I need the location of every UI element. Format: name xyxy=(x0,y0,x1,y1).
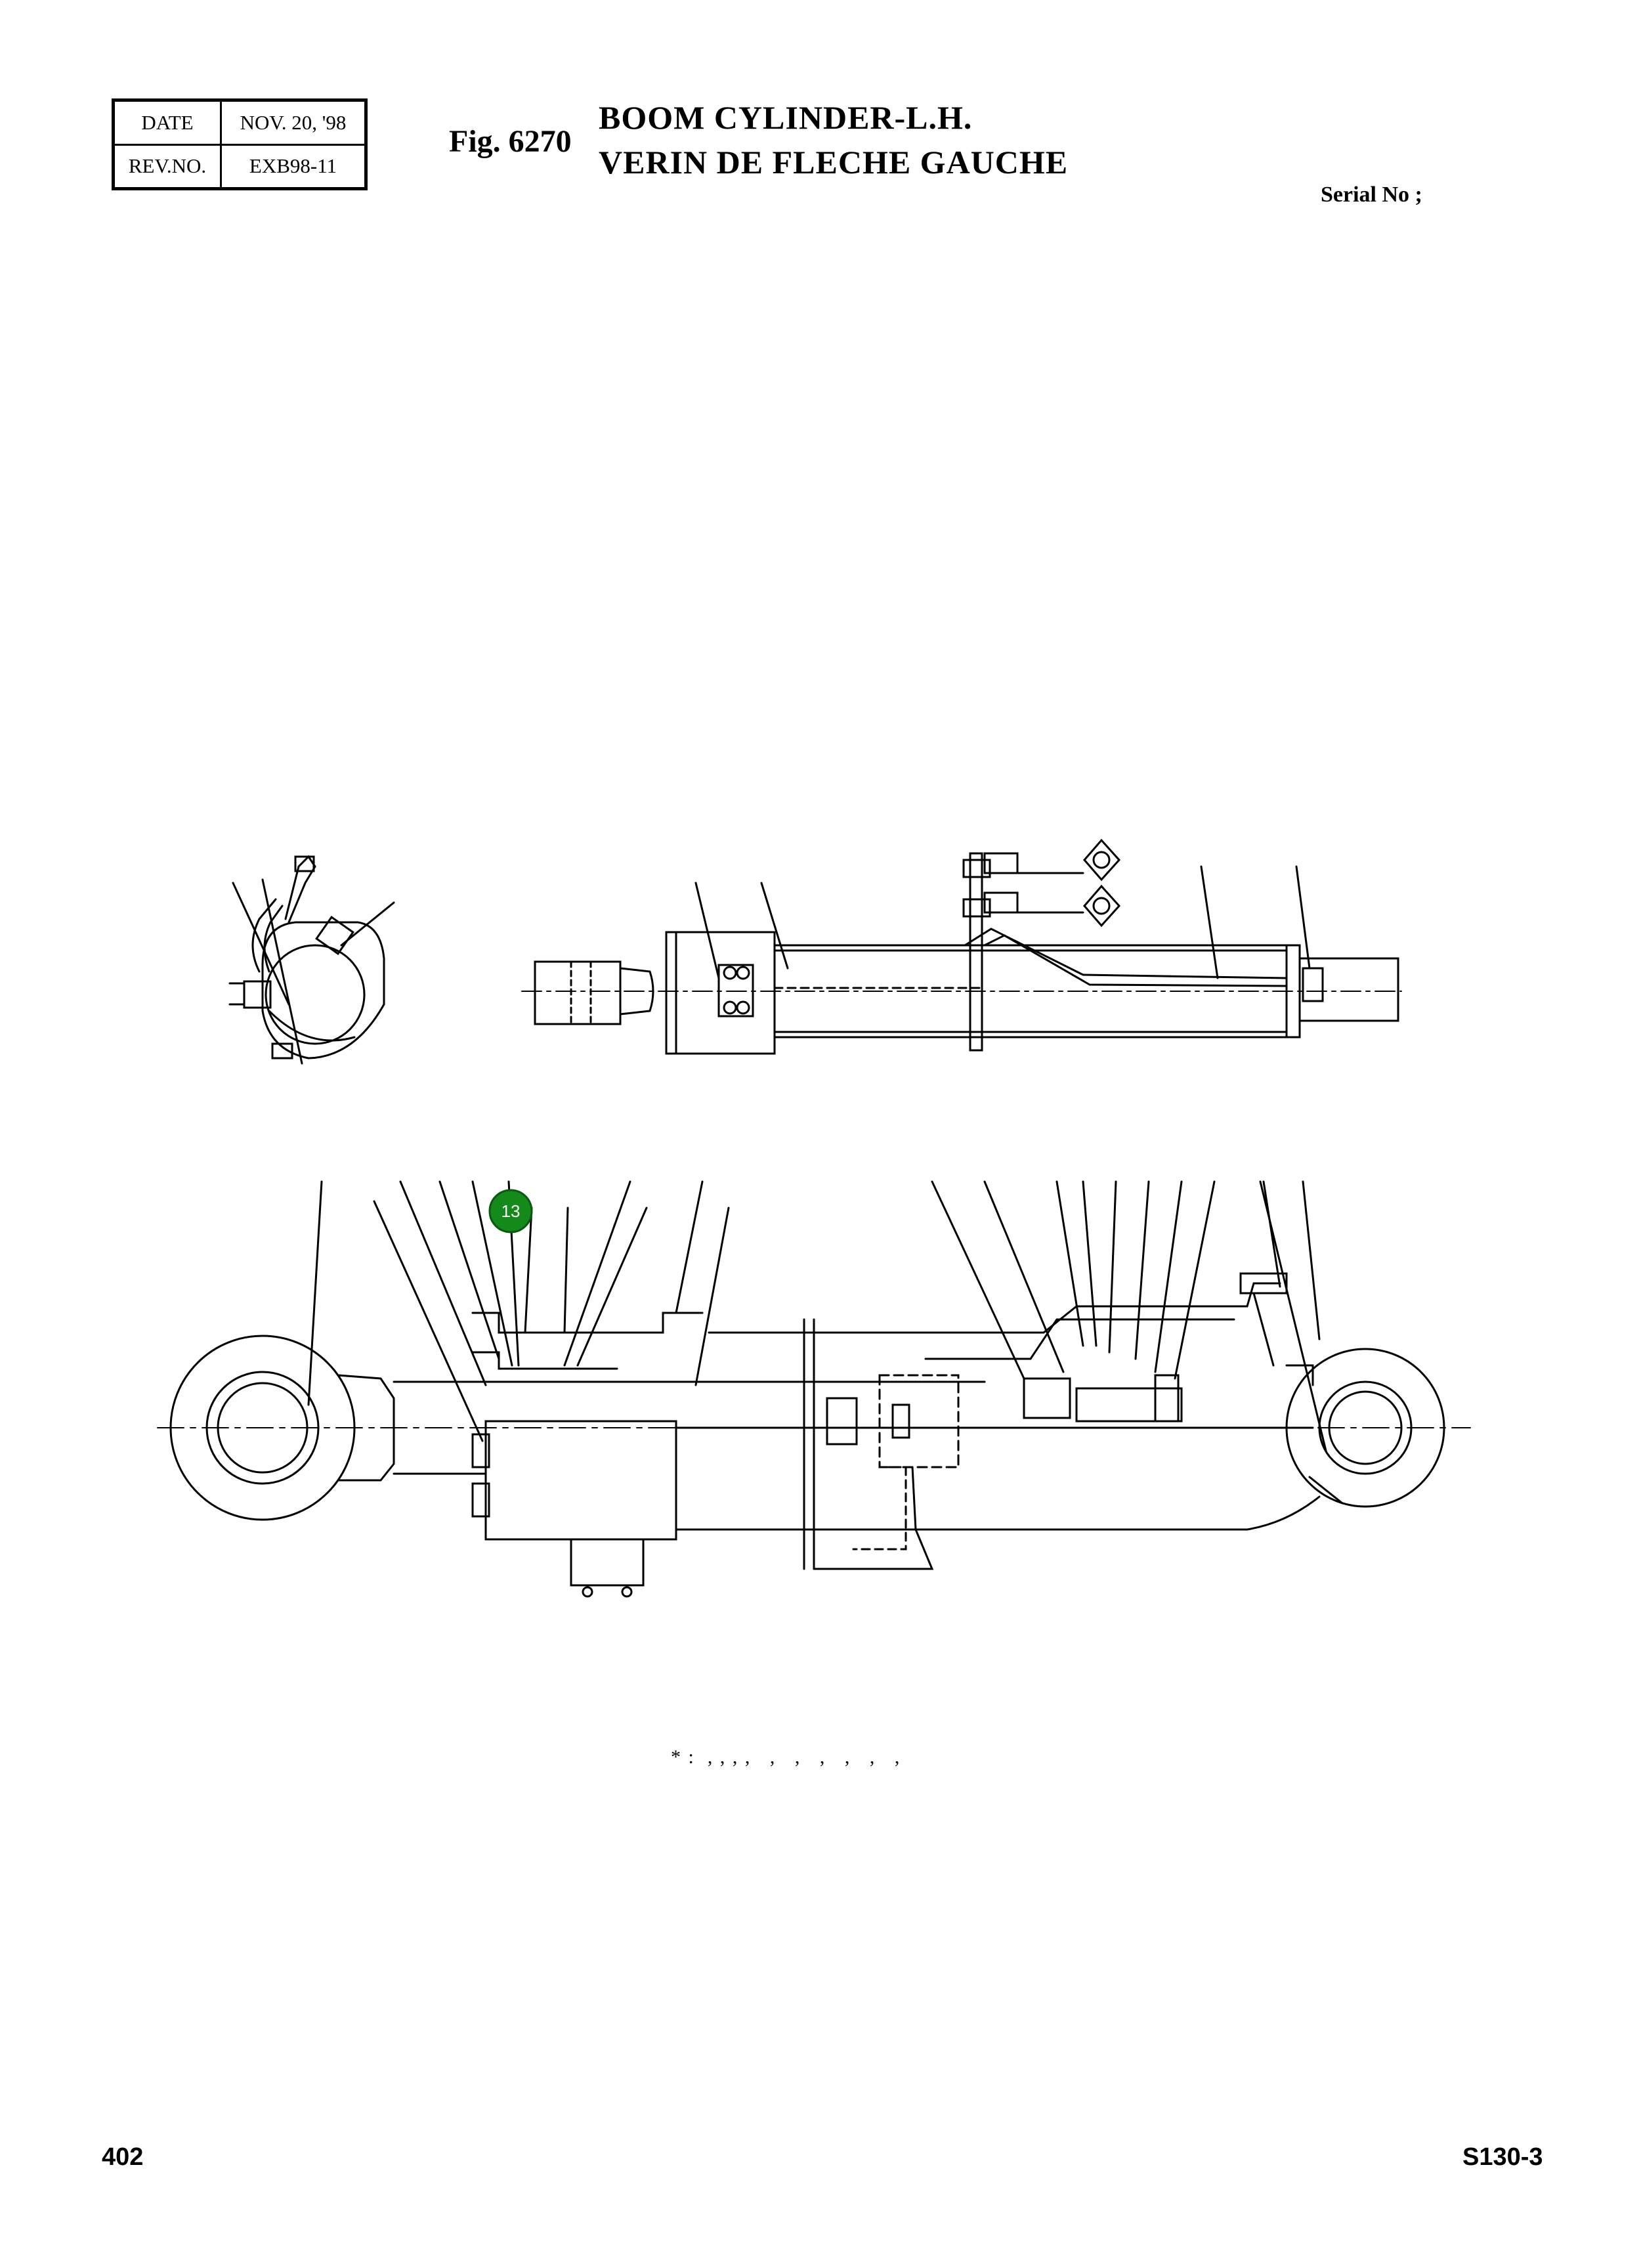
end-view xyxy=(228,855,395,1065)
serial-number-label: Serial No ; xyxy=(1321,182,1422,207)
figure-title-en: BOOM CYLINDER-L.H. xyxy=(599,99,973,136)
callout-label: 13 xyxy=(501,1201,521,1221)
page-number: 402 xyxy=(102,2143,144,2171)
section-view xyxy=(157,1180,1471,1598)
date-label: DATE xyxy=(112,99,222,146)
revision-table: DATE NOV. 20, '98 REV.NO. EXB98-11 xyxy=(112,98,368,190)
footnote: * : , , , , , , , , , , xyxy=(671,1746,901,1768)
callout-circle[interactable] xyxy=(488,1189,533,1233)
date-value: NOV. 20, '98 xyxy=(220,99,367,146)
rev-label: REV.NO. xyxy=(112,143,222,190)
side-view xyxy=(521,838,1402,1055)
rev-value: EXB98-11 xyxy=(220,143,367,190)
model-number: S130-3 xyxy=(1462,2143,1543,2171)
figure-title-fr: VERIN DE FLECHE GAUCHE xyxy=(599,144,1069,181)
callout-marker-13[interactable]: 13 xyxy=(488,1189,533,1233)
figure-number: Fig. 6270 xyxy=(449,124,572,159)
